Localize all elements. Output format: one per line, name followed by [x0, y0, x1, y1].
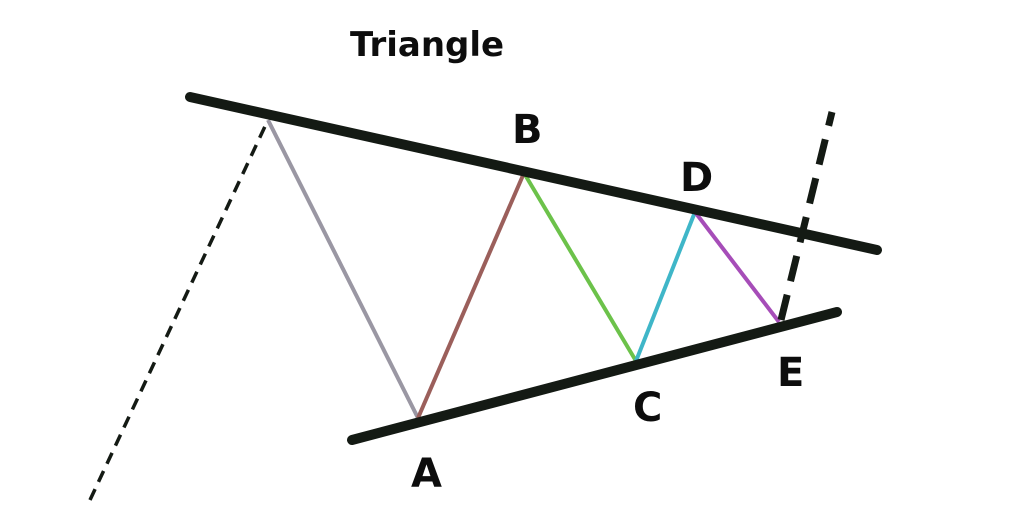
leg-B-C [522, 171, 638, 363]
leg-prior-to-A [266, 119, 420, 419]
point-label-E: E [777, 350, 804, 396]
prior-trend-dashed-line [88, 119, 270, 501]
breakout-dashed-line [777, 111, 836, 321]
point-label-A: A [411, 451, 442, 497]
point-label-D: D [680, 155, 713, 201]
lower-trendline [347, 307, 842, 445]
upper-trendline [185, 92, 882, 255]
leg-A-B [416, 172, 526, 419]
leg-C-D [634, 211, 697, 362]
point-label-C: C [633, 385, 662, 431]
diagram-title: Triangle [350, 25, 504, 65]
leg-D-E [693, 210, 781, 324]
point-label-B: B [512, 107, 543, 153]
